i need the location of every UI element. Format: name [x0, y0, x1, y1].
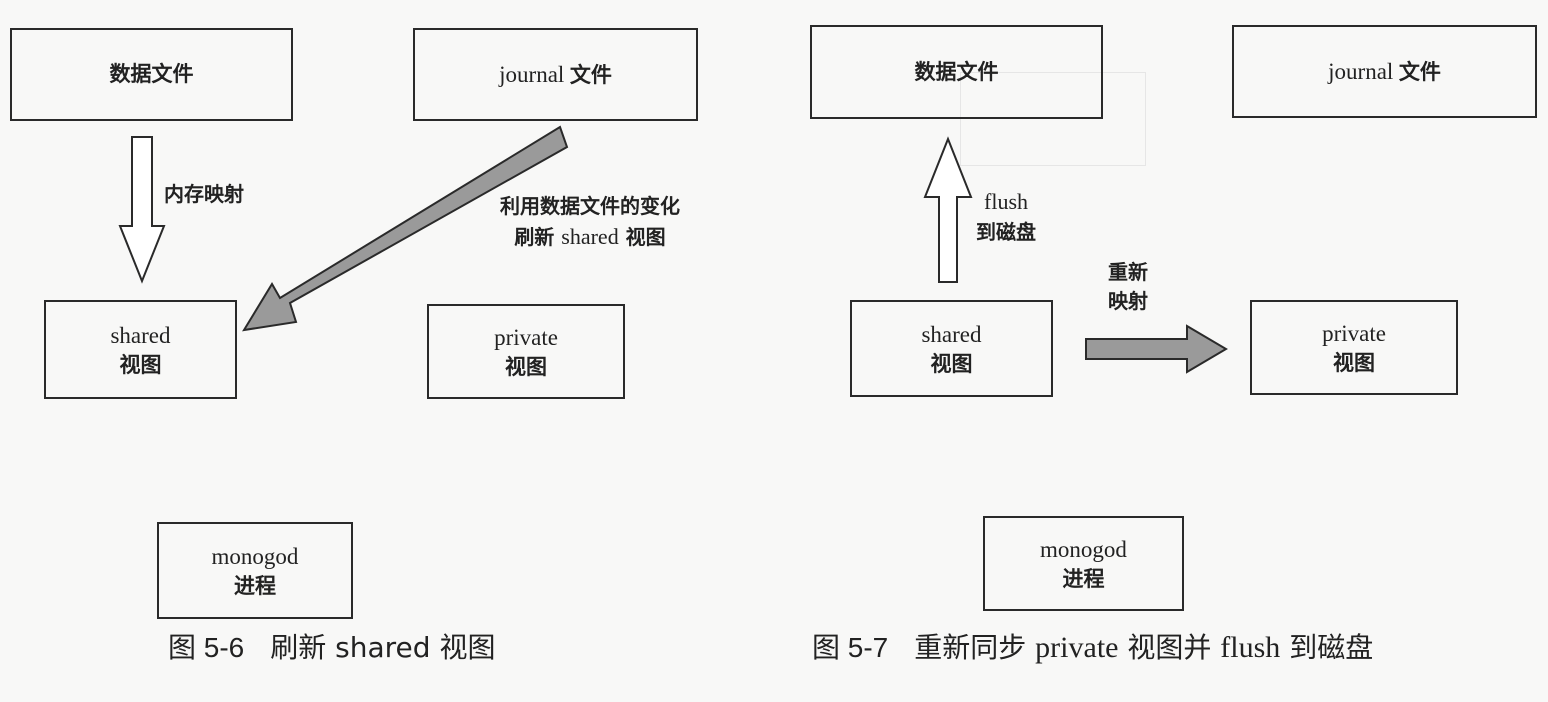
data-file-box-2: 数据文件: [810, 25, 1103, 119]
memory-map-down-arrow: [118, 136, 166, 284]
refresh-shared-diagonal-arrow: [242, 125, 569, 332]
remap-right-arrow: [1085, 324, 1228, 374]
private-view-box: private 视图: [427, 304, 625, 399]
shared-view-box: shared 视图: [44, 300, 237, 399]
flush-up-arrow: [923, 136, 973, 283]
refresh-shared-label: 利用数据文件的变化 刷新 shared 视图: [500, 194, 680, 249]
private-view-box-2: private 视图: [1250, 300, 1458, 395]
bleed-through-ghost-box: [960, 72, 1146, 166]
journal-file-label: journal 文件: [499, 61, 612, 87]
journal-file-box-2: journal 文件: [1232, 25, 1537, 118]
remap-label: 重新 映射: [1108, 260, 1148, 313]
memory-map-label: 内存映射: [164, 182, 244, 206]
data-file-label: 数据文件: [109, 62, 194, 87]
journal-file-box: journal 文件: [413, 28, 698, 121]
flush-to-disk-label: flush 到磁盘: [976, 189, 1036, 244]
mongod-process-box-2: monogod 进程: [983, 516, 1184, 611]
data-file-box: 数据文件: [10, 28, 293, 121]
shared-view-box-2: shared 视图: [850, 300, 1053, 397]
mongod-process-box: monogod 进程: [157, 522, 353, 619]
